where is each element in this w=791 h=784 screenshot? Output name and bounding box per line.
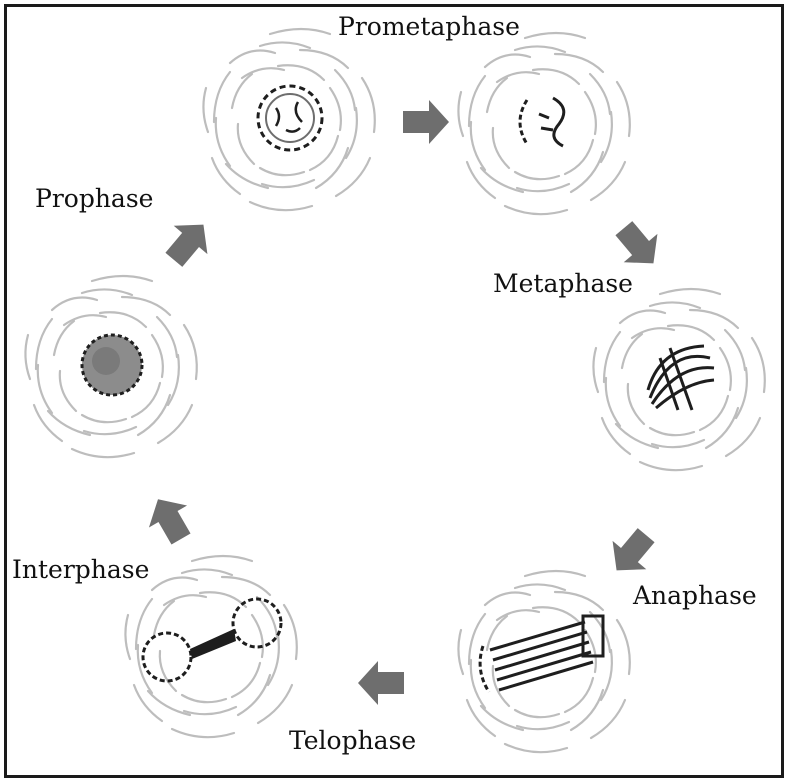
prophase-cell: [25, 276, 196, 457]
arrow-anaphase-to-telophase: [358, 661, 404, 705]
label-anaphase: Anaphase: [633, 583, 757, 608]
metaphase-upper-cell: [458, 33, 629, 214]
label-metaphase: Metaphase: [493, 271, 633, 296]
metaphase-spindle-cell: [593, 289, 764, 470]
arrow-prophase-to-prometaphase: [157, 210, 220, 274]
arrow-metaphase-down: [607, 214, 670, 278]
anaphase-cell: [458, 571, 629, 752]
telophase-cell: [125, 556, 296, 737]
arrow-prometaphase-to-metaphase: [403, 100, 449, 144]
label-prometaphase: Prometaphase: [338, 14, 520, 39]
arrow-to-anaphase: [600, 521, 663, 585]
prometaphase-cell: [203, 29, 374, 210]
label-interphase: Interphase: [12, 557, 149, 582]
arrow-telophase-to-interphase: [139, 488, 200, 550]
label-prophase: Prophase: [35, 186, 153, 211]
label-telophase: Telophase: [289, 728, 416, 753]
